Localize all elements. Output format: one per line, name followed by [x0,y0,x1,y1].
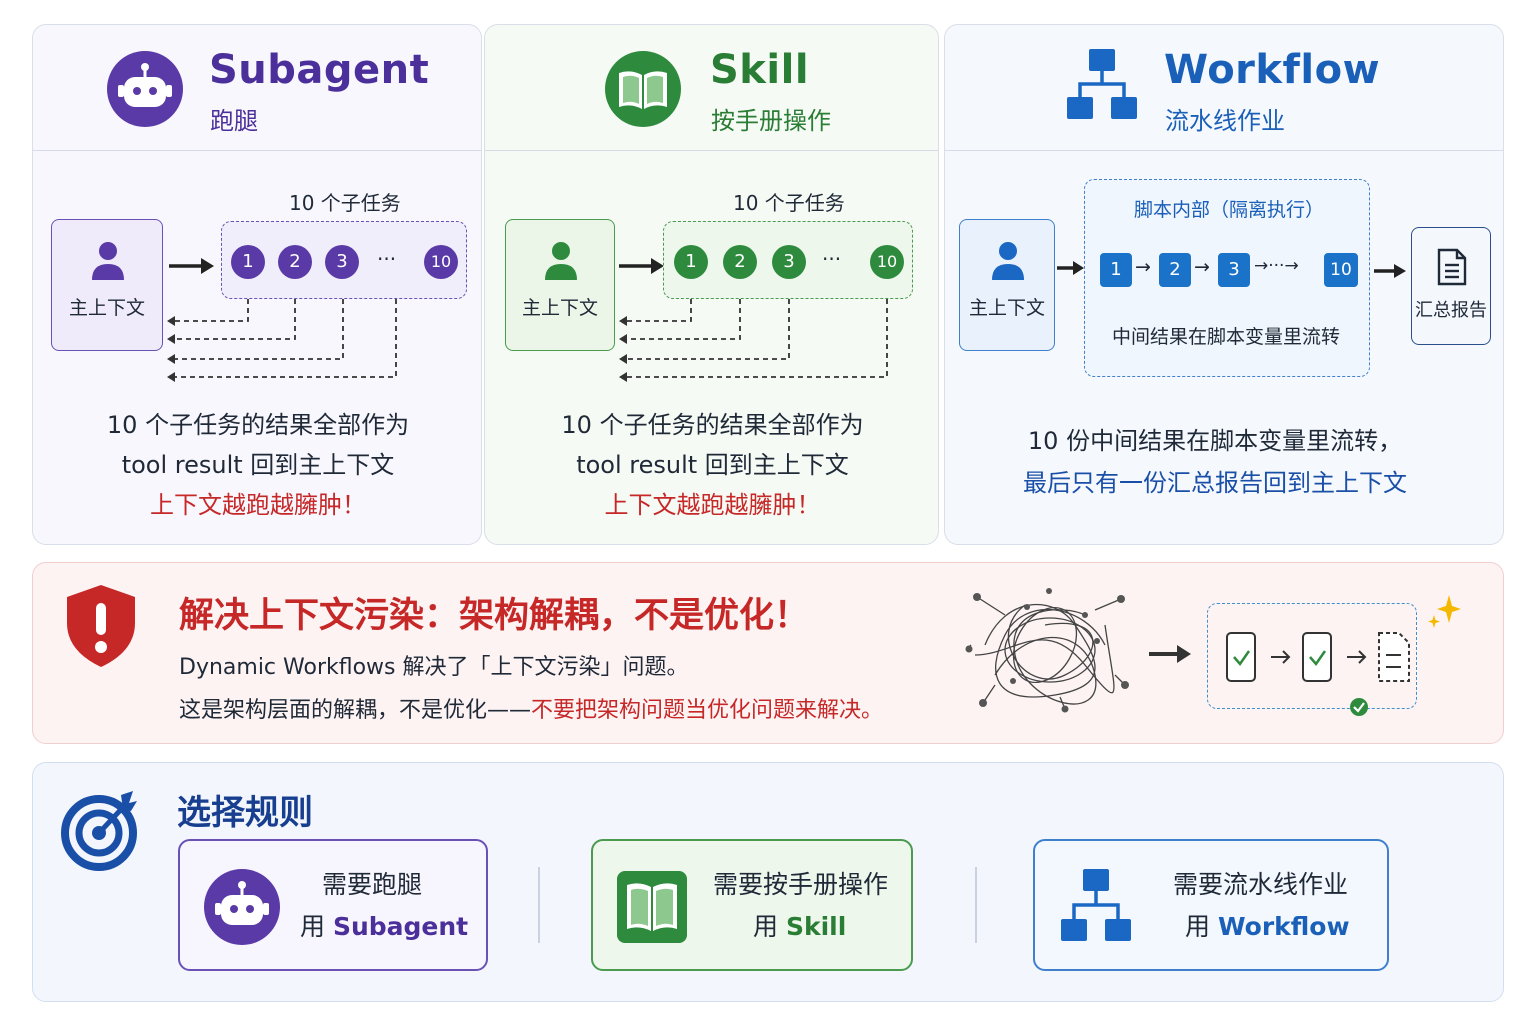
skill-desc-1: 10 个子任务的结果全部作为 [561,411,864,439]
workflow-desc-1: 10 份中间结果在脚本变量里流转， [1027,427,1403,455]
task-count-label: 10 个子任务 [289,191,401,215]
arrow-right-icon [169,258,214,274]
main-context-box: 主上下文 [505,219,615,351]
subtask-2: 2 [278,245,312,279]
rule-card-workflow: 需要流水线作业 用 Workflow [1033,839,1389,971]
target-icon [61,791,137,871]
skill-desc-2: tool result 回到主上下文 [576,451,849,479]
rule-use: 用 Workflow [1185,907,1350,943]
hierarchy-icon [1061,869,1131,941]
rule-use-prefix: 用 [1185,912,1218,941]
skill-title: Skill [710,47,810,93]
subagent-title: Subagent [209,47,430,93]
subagent-header [33,25,481,151]
hierarchy-icon [1067,49,1137,119]
rule-use: 用 Subagent [300,907,468,943]
return-arrows [619,299,888,382]
banner-line-1: Dynamic Workflows 解决了「上下文污染」问题。 [179,655,689,680]
main-context-label: 主上下文 [968,297,1045,319]
step-1: 1 [1100,253,1132,287]
main-context-box: 主上下文 [959,219,1055,351]
task-count-label: 10 个子任务 [733,191,845,215]
step-arrow: → [1135,256,1151,278]
rule-use-prefix: 用 [300,912,333,941]
subtask-2: 2 [723,245,757,279]
rule-use-prefix: 用 [753,912,786,941]
banner-title: 解决上下文污染：架构解耦，不是优化！ [179,596,810,636]
subtask-1: 1 [674,245,708,279]
rule-use: 用 Skill [753,907,846,943]
main-context-box: 主上下文 [51,219,163,351]
report-label: 汇总报告 [1415,300,1487,321]
subagent-warning: 上下文越跑越臃肿！ [150,491,366,519]
step-ellipsis: →···→ [1254,256,1299,276]
subtask-3: 3 [772,245,806,279]
skill-subtitle: 按手册操作 [711,107,831,135]
workflow-panel: Workflow 流水线作业 主上下文 脚本内部（隔离执行） 1 → 2 → 3… [944,24,1504,545]
subagent-desc-1: 10 个子任务的结果全部作为 [106,411,410,439]
sparkle-icon [1428,595,1461,628]
tangled-context-icon [965,588,1129,713]
subtask-3: 3 [325,245,359,279]
robot-icon [107,51,183,127]
workflow-header [945,25,1503,151]
main-context-label: 主上下文 [68,297,145,319]
subtask-ellipsis: ··· [377,247,397,271]
step-arrow: → [1194,256,1210,278]
rule-use-name: Workflow [1217,912,1350,941]
clean-pipeline-box [1207,603,1417,709]
subagent-desc-2: tool result 回到主上下文 [121,451,395,479]
arrow-right-icon [1149,645,1191,663]
main-context-label: 主上下文 [521,297,598,319]
step-2: 2 [1159,253,1191,287]
document-icon [1437,248,1467,286]
workflow-desc-2: 最后只有一份汇总报告回到主上下文 [1023,469,1407,497]
person-icon [92,242,124,280]
workflow-title: Workflow [1164,47,1381,93]
book-icon [605,51,681,127]
subtask-10: 10 [870,245,904,279]
robot-icon [204,869,280,945]
person-icon [545,242,577,280]
divider [538,867,540,943]
step-3: 3 [1218,253,1250,287]
alert-shield-icon [67,585,135,667]
rule-card-subagent: 需要跑腿 用 Subagent [178,839,488,971]
rule-need: 需要按手册操作 [713,870,889,899]
arrow-right-icon [1374,264,1406,278]
workflow-subtitle: 流水线作业 [1165,107,1285,135]
report-box: 汇总报告 [1411,227,1491,345]
pipe-note: 中间结果在脚本变量里流转 [1112,326,1341,348]
skill-warning: 上下文越跑越臃肿！ [604,491,821,519]
decoupling-banner: 解决上下文污染：架构解耦，不是优化！ Dynamic Workflows 解决了… [32,562,1504,744]
rule-card-skill: 需要按手册操作 用 Skill [591,839,913,971]
book-icon [617,871,687,943]
banner-line-2-emphasis: 不要把架构问题当优化问题来解决。 [531,698,884,723]
subagent-subtitle: 跑腿 [210,107,258,135]
arrow-right-icon [619,258,664,274]
rule-use-name: Skill [785,912,847,941]
subtask-10: 10 [424,245,458,279]
rule-use-name: Subagent [332,912,469,941]
arrow-right-icon [1057,261,1084,275]
subtask-ellipsis: ··· [822,247,842,271]
skill-header [485,25,938,151]
skill-panel: Skill 按手册操作 10 个子任务 主上下文 1 2 3 ··· 10 10… [484,24,939,545]
rule-need: 需要流水线作业 [1173,870,1349,899]
banner-line-2-plain: 这是架构层面的解耦，不是优化—— [179,698,532,723]
divider [975,867,977,943]
rules-panel: 选择规则 需要跑腿 用 Subagent 需要按手册操作 用 Skill [32,762,1504,1002]
rules-title: 选择规则 [177,793,313,833]
clean-pipeline-icon [1226,632,1410,716]
person-icon [992,242,1024,280]
banner-line-2: 这是架构层面的解耦，不是优化——不要把架构问题当优化问题来解决。 [179,692,883,724]
script-label: 脚本内部（隔离执行） [1134,199,1325,221]
step-10: 10 [1324,253,1358,287]
return-arrows [167,299,397,382]
rule-need: 需要跑腿 [322,870,423,899]
subagent-panel: Subagent 跑腿 10 个子任务 主上下文 1 2 3 ··· 10 10… [32,24,482,545]
subtask-1: 1 [231,245,265,279]
